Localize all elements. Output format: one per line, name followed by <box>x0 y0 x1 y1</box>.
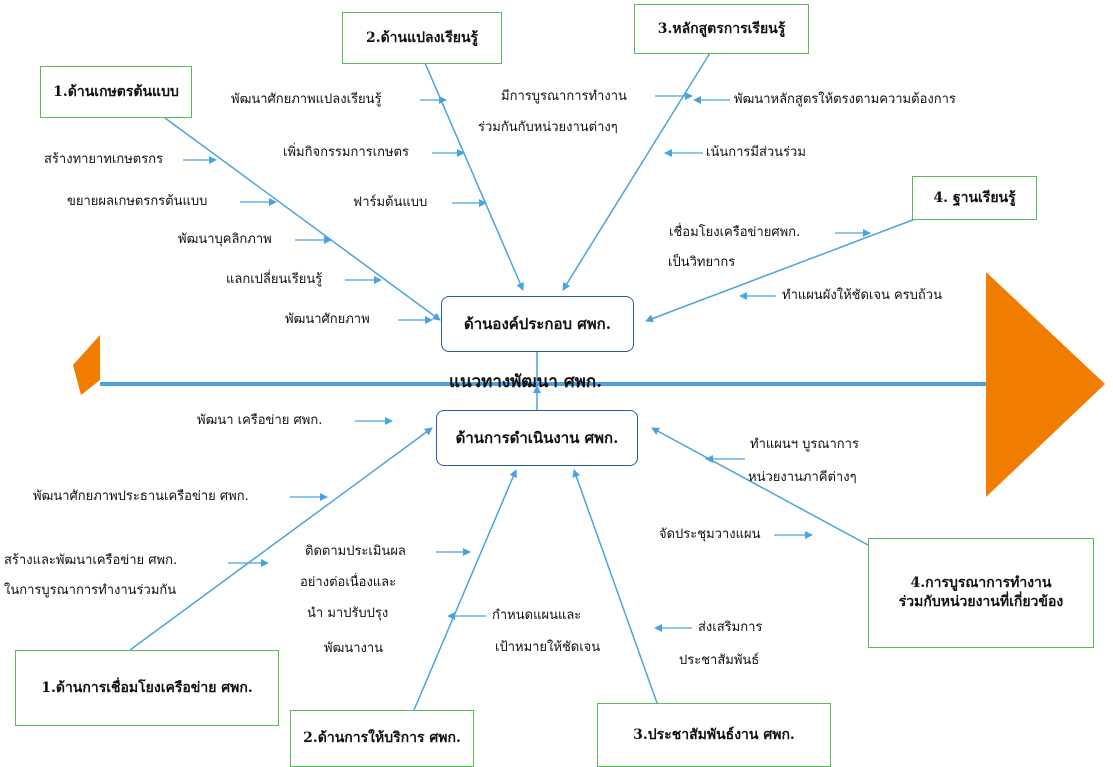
cause-label: พัฒนาศักยภาพแปลงเรียนรู้ <box>231 92 382 107</box>
lower-center-box: ด้านการดำเนินงาน ศพก. <box>436 410 638 466</box>
cause-label: ร่วมกันกับหน่วยงานต่างๆ <box>478 120 618 135</box>
cause-label: สร้างทายาทเกษตรกร <box>44 152 164 167</box>
cause-label: เพิ่มกิจกรรมการเกษตร <box>283 145 409 160</box>
cause-label: พัฒนาหลักสูตรให้ตรงตามความต้องการ <box>734 92 956 107</box>
bone-bottom-3 <box>572 469 658 704</box>
category-box-service: 2.ด้านการให้บริการ ศพก. <box>290 710 474 767</box>
cause-label: อย่างต่อเนื่องและ <box>300 575 397 590</box>
bone-top-1 <box>164 117 441 321</box>
cause-label: ฟาร์มต้นแบบ <box>353 195 428 210</box>
cause-label: ในการบูรณาการทำงานร่วมกัน <box>4 583 177 598</box>
category-box-learning-plot: 2.ด้านแปลงเรียนรู้ <box>342 12 502 64</box>
cause-label: สร้างและพัฒนาเครือข่าย ศพก. <box>4 553 178 568</box>
cause-label: พัฒนางาน <box>324 641 384 656</box>
cause-label: ติดตามประเมินผล <box>305 544 406 559</box>
cause-label: เป็นวิทยากร <box>668 255 736 270</box>
cause-label: เน้นการมีส่วนร่วม <box>706 145 806 160</box>
cause-label: กำหนดแผนและ <box>492 608 582 623</box>
cause-label: เป้าหมายให้ชัดเจน <box>495 640 601 655</box>
cause-label: เชื่อมโยงเครือข่ายศพก. <box>669 225 801 240</box>
cause-label: พัฒนาศักยภาพประธานเครือข่าย ศพก. <box>33 489 249 504</box>
cause-label: จัดประชุมวางแผน <box>659 527 761 542</box>
category-box-public-relations: 3.ประชาสัมพันธ์งาน ศพก. <box>597 703 831 767</box>
cause-label: พัฒนา เครือข่าย ศพก. <box>197 413 323 428</box>
cause-label: หน่วยงานภาคีต่างๆ <box>748 470 857 485</box>
cause-label: ทำแผนผังให้ชัดเจน ครบถ้วน <box>782 288 942 303</box>
bone-bottom-4 <box>651 427 869 546</box>
category-box-learning-base: 4. ฐานเรียนรู้ <box>912 176 1037 220</box>
category-box-curriculum: 3.หลักสูตรการเรียนรู้ <box>634 4 809 54</box>
spine-label: แนวทางพัฒนา ศพก. <box>449 372 603 392</box>
cause-label: มีการบูรณาการทำงาน <box>501 89 627 104</box>
cause-label: นำ มาปรับปรุง <box>307 606 389 621</box>
bone-bottom-1 <box>129 427 433 651</box>
category-box-integration: 4.การบูรณาการทำงาน ร่วมกับหน่วยงานที่เกี… <box>868 538 1094 648</box>
fish-tail-shape <box>73 335 100 395</box>
category-box-farmer-model: 1.ด้านเกษตรต้นแบบ <box>40 66 192 118</box>
category-box-network: 1.ด้านการเชื่อมโยงเครือข่าย ศพก. <box>15 650 279 726</box>
cause-label: พัฒนาศักยภาพ <box>285 312 370 327</box>
fish-head-arrow <box>986 272 1105 497</box>
bone-bottom-2 <box>413 469 517 711</box>
cause-label: ทำแผนฯ บูรณาการ <box>750 437 859 452</box>
upper-center-box: ด้านองค์ประกอบ ศพก. <box>441 296 634 352</box>
cause-label: ประชาสัมพันธ์ <box>679 653 760 668</box>
cause-label: ส่งเสริมการ <box>698 620 763 635</box>
cause-label: แลกเปลี่ยนเรียนรู้ <box>226 272 323 287</box>
cause-label: ขยายผลเกษตรกรต้นแบบ <box>67 194 208 209</box>
bone-top-4 <box>645 217 919 323</box>
cause-label: พัฒนาบุคลิกภาพ <box>178 232 272 247</box>
